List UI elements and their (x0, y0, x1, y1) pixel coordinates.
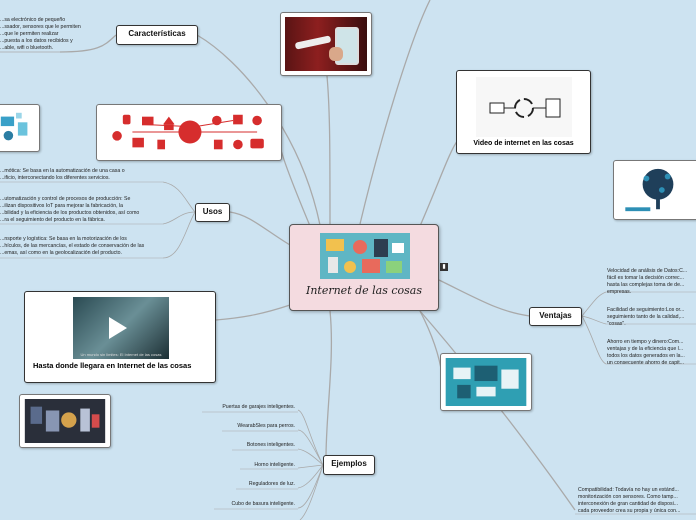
video-node[interactable]: Video de internet en las cosas (456, 70, 591, 154)
play-icon[interactable] (109, 317, 127, 339)
usos-item-1: ...mótica: Se basa en la automatización … (0, 168, 125, 181)
hasta-node[interactable]: Un mundo sin limites: El Internet de las… (24, 291, 216, 383)
ejemplos-node[interactable]: Ejemplos (323, 455, 375, 475)
video-caption: Un mundo sin limites: El Internet de las… (80, 352, 162, 357)
phone-photo-icon (285, 17, 367, 71)
smart-home-icon (445, 358, 527, 406)
central-title: Internet de las cosas (305, 284, 423, 297)
ejemplo-item-4: Horno inteligente. (254, 462, 295, 468)
ventajas-node[interactable]: Ventajas (529, 307, 582, 326)
ejemplo-item-5: Reguladores de luz. (248, 481, 295, 487)
ventajas-item-1: Velocidad de análisis de Datos:C... fáci… (607, 268, 688, 295)
usos-item-3: ...nsporte y logística: Se basa en la mo… (0, 236, 145, 256)
ventajas-item-2: Facilidad de seguimiento:Los or... segui… (607, 307, 685, 327)
devices-diagram-icon (476, 77, 572, 137)
devices-image-node[interactable] (0, 104, 40, 152)
usos-label: Usos (202, 207, 223, 216)
central-node[interactable]: Internet de las cosas (289, 224, 439, 311)
ejemplos-label: Ejemplos (331, 459, 367, 468)
ejemplo-item-3: Botones inteligentes. (246, 442, 295, 448)
ejemplo-item-1: Puertas de garajes inteligentes. (222, 404, 295, 410)
iot-central-illustration (320, 233, 410, 279)
central-marker-icon[interactable]: ▮ (440, 263, 448, 271)
gadgets-icon (24, 399, 106, 443)
caracteristicas-label: Características (128, 29, 186, 38)
iot-icons-node[interactable] (96, 104, 282, 161)
usos-item-2: ...utomatización y control de procesos d… (0, 196, 140, 223)
ventajas-item-3: Ahorro en tiempo y dinero:Com... ventaja… (607, 339, 685, 366)
iot-icons-red (112, 114, 264, 150)
ejemplo-item-6: Cubo de basura inteligente. (231, 501, 295, 507)
hasta-label: Hasta donde llegara en Internet de las c… (33, 361, 192, 370)
phone-image-node[interactable] (280, 12, 372, 76)
tree-image-node[interactable] (613, 160, 696, 220)
devices-illustration (0, 112, 28, 141)
video-label: Video de internet en las cosas (473, 140, 574, 147)
ejemplo-item-2: WearabSles para perros. (237, 423, 295, 429)
usos-node[interactable]: Usos (195, 203, 230, 222)
smart-home-image-node[interactable] (440, 353, 532, 411)
compatibilidad-text: Compatibilidad: Todavía no hay un estánd… (578, 487, 681, 514)
tree-network-icon (625, 168, 674, 212)
caracteristicas-text: ...sa electrónico de pequeño ...ssador, … (0, 17, 81, 51)
caracteristicas-node[interactable]: Características (116, 25, 198, 45)
gadgets-image-node[interactable] (19, 394, 111, 448)
ventajas-label: Ventajas (539, 311, 572, 320)
video-thumbnail[interactable]: Un mundo sin limites: El Internet de las… (73, 297, 169, 359)
